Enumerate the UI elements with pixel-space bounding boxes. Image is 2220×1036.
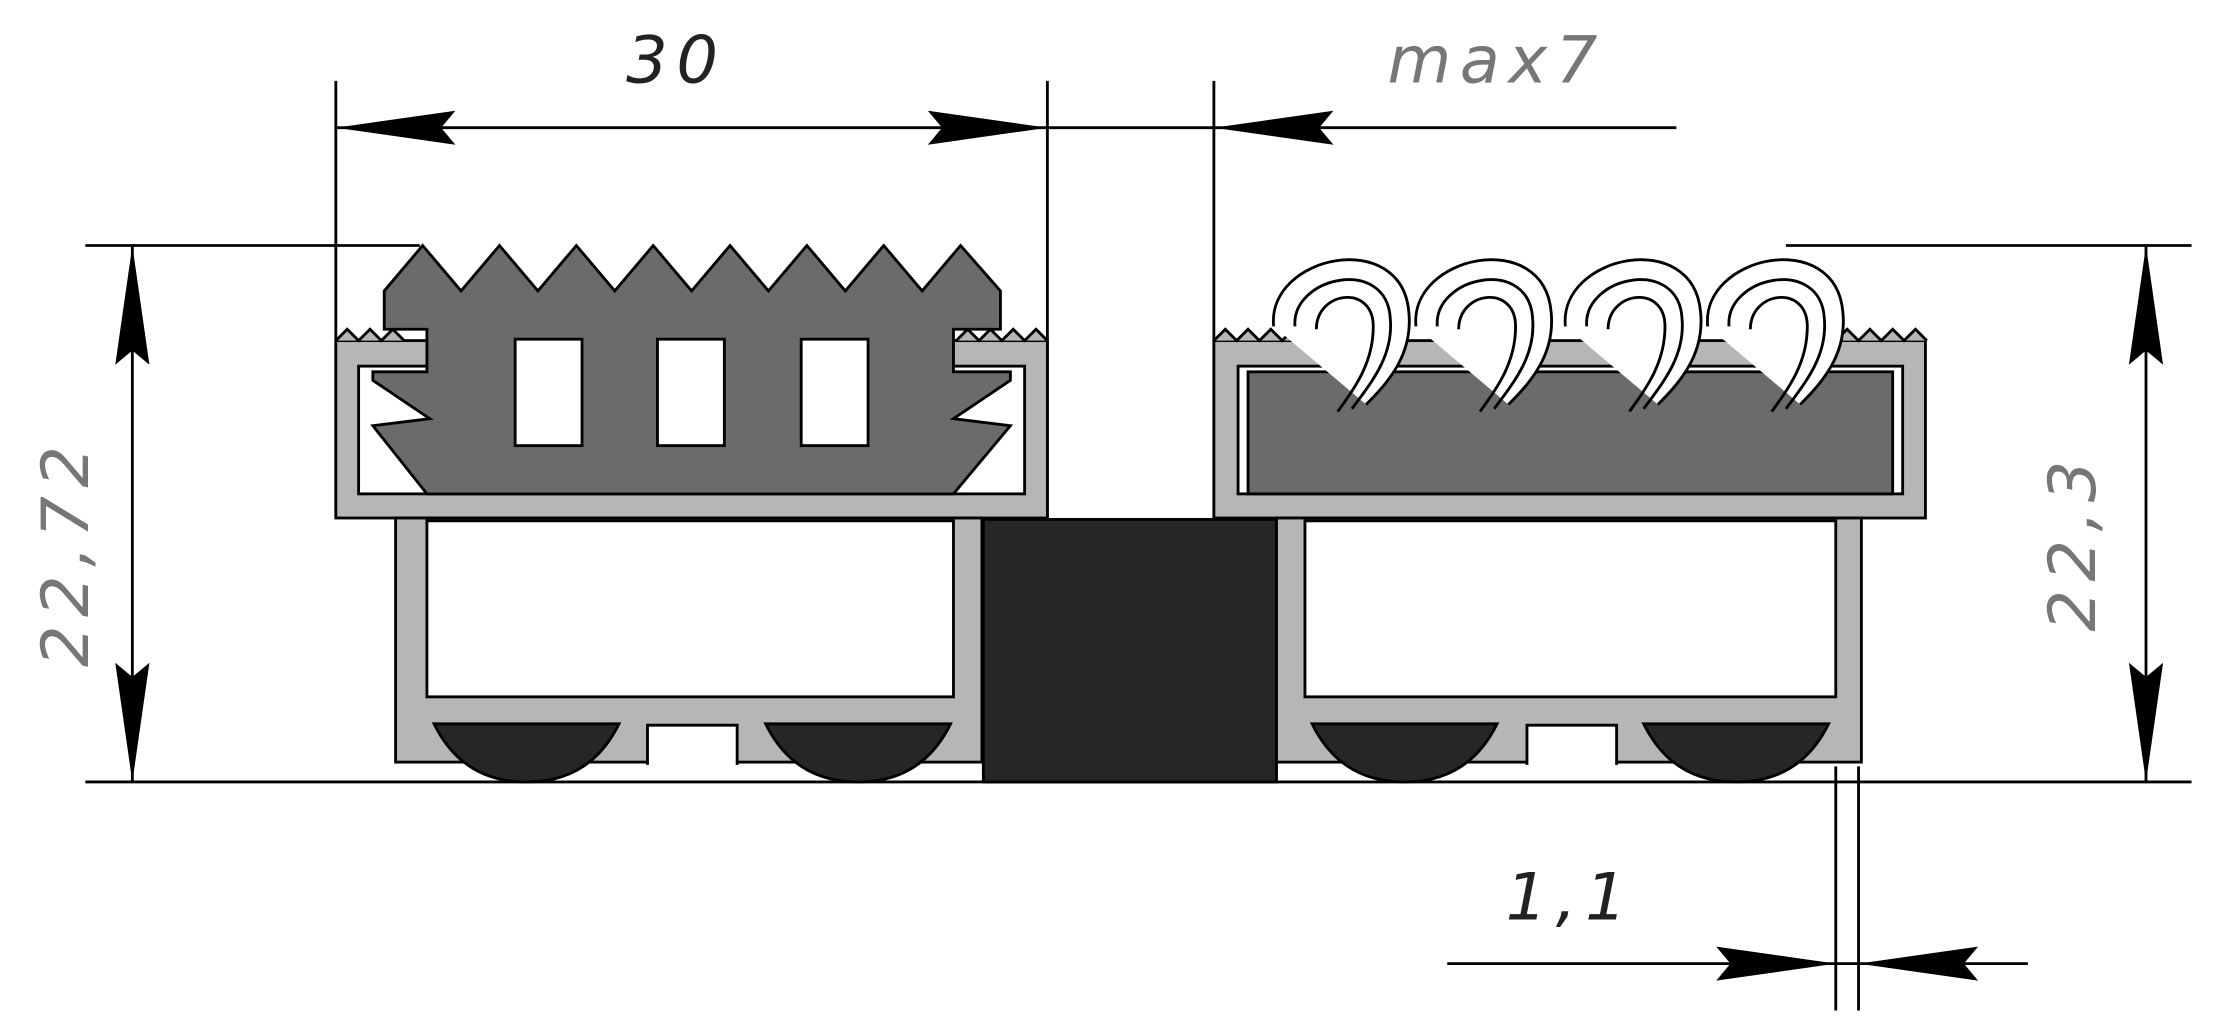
arrow-right-icon [927, 110, 1048, 145]
arrow-up-icon [115, 245, 150, 365]
arrow-left-icon [1213, 110, 1334, 145]
rubber-foot [431, 722, 622, 784]
dimension-lines [85, 80, 2192, 1011]
arrow-left-icon [335, 110, 456, 145]
rubber-foot [1309, 722, 1500, 784]
arrow-up-icon [2128, 245, 2164, 365]
dimension-offset-label: 1,1 [1506, 860, 1636, 936]
right-profile [1212, 258, 1928, 784]
left-profile [334, 243, 1049, 784]
dimension-height-left-label: 22,72 [28, 438, 104, 667]
dimension-height-right-label: 22,3 [2035, 452, 2111, 631]
rubber-foot [1641, 722, 1831, 784]
dimension-width-label: 30 [626, 22, 726, 98]
arrow-down-icon [2128, 662, 2164, 782]
carpet-loops [1272, 258, 1845, 413]
dimension-gap-label: max7 [1388, 22, 1606, 98]
connector-block [981, 517, 1278, 784]
arrow-down-icon [115, 662, 150, 782]
rubber-foot [763, 722, 953, 784]
arrow-right-icon [1716, 946, 1836, 981]
arrow-left-icon [1858, 946, 1979, 981]
